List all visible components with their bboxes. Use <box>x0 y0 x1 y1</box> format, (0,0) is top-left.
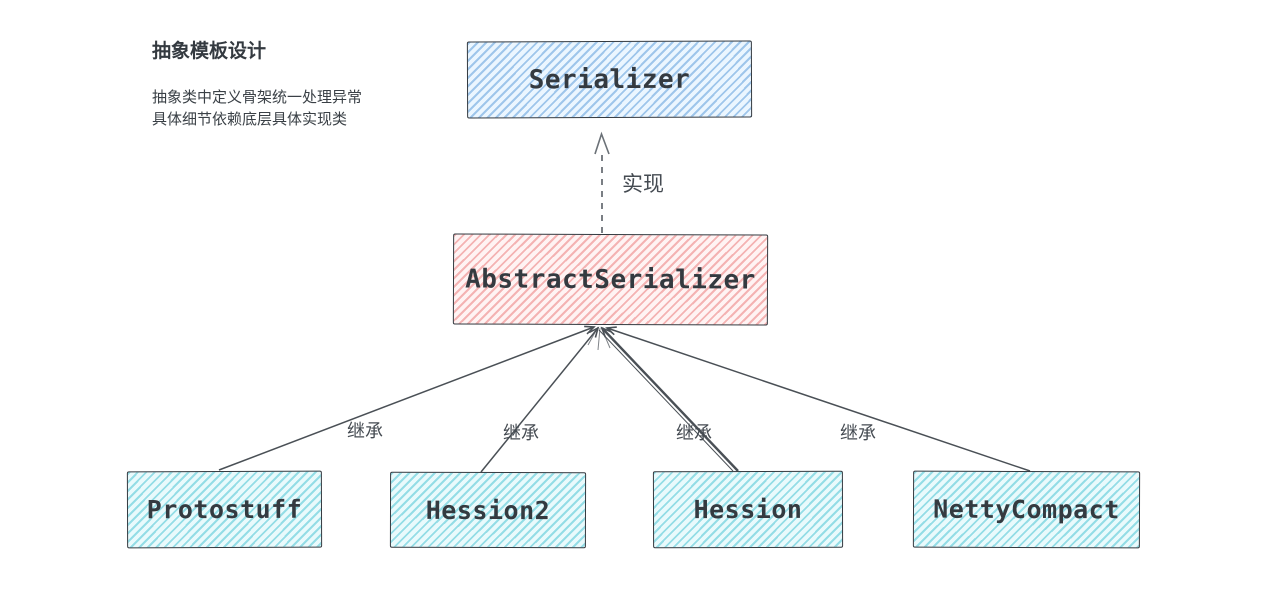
edge-inherit-nettycompact <box>605 326 1031 472</box>
edge-label-inherit-protostuff: 继承 <box>347 421 383 442</box>
edge-label-inherit-hession2: 继承 <box>503 423 539 444</box>
node-serializer[interactable]: Serializer <box>466 40 753 119</box>
node-nettycompact[interactable]: NettyCompact <box>912 470 1141 549</box>
node-hession-label: Hession <box>693 494 803 525</box>
node-hession2-label: Hession2 <box>425 495 551 525</box>
node-protostuff[interactable]: Protostuff <box>126 470 323 549</box>
node-hession[interactable]: Hession <box>652 470 844 549</box>
edge-inherit-hession <box>598 326 739 472</box>
diagram-title: 抽象模板设计 <box>152 40 267 62</box>
edge-label-inherit-hession: 继承 <box>676 423 712 444</box>
node-serializer-label: Serializer <box>528 64 691 95</box>
node-protostuff-label: Protostuff <box>146 494 303 525</box>
node-abstract-serializer[interactable]: AbstractSerializer <box>452 233 769 326</box>
note-line-2: 具体细节依赖底层具体实现类 <box>152 110 348 128</box>
edge-label-implements: 实现 <box>622 172 664 196</box>
edge-label-inherit-nettycompact: 继承 <box>840 423 876 444</box>
edge-inherit-hession2 <box>480 326 600 473</box>
node-abstract-serializer-label: AbstractSerializer <box>465 263 756 296</box>
convergence-sketch-strokes <box>587 326 611 351</box>
node-hession2[interactable]: Hession2 <box>389 471 587 549</box>
note-line-1: 抽象类中定义骨架统一处理异常 <box>152 88 363 106</box>
diagram-notes: 抽象类中定义骨架统一处理异常 具体细节依赖底层具体实现类 <box>152 86 362 130</box>
edge-inherit-protostuff <box>218 325 596 471</box>
edge-implements <box>594 131 610 233</box>
node-nettycompact-label: NettyCompact <box>933 494 1120 525</box>
